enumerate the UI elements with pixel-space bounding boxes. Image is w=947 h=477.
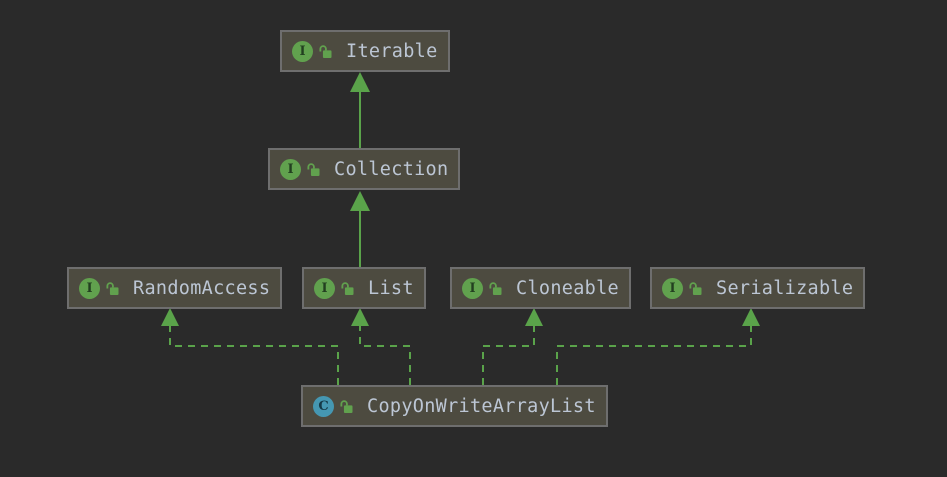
interface-icon: I (292, 40, 313, 62)
edge-list-extends-collection (350, 191, 370, 267)
unlock-icon (341, 281, 354, 295)
node-collection[interactable]: I Collection (268, 148, 461, 190)
edge-cowal-implements-serializable (556, 308, 760, 385)
interface-icon: I (314, 277, 335, 299)
edge-collection-extends-iterable (350, 72, 370, 148)
node-copy-on-write-array-list[interactable]: C CopyOnWriteArrayList (301, 385, 608, 427)
interface-icon: I (462, 277, 483, 299)
node-label: CopyOnWriteArrayList (367, 395, 596, 417)
edge-cowal-implements-randomaccess (161, 308, 339, 385)
edge-cowal-implements-list (351, 308, 411, 385)
node-list[interactable]: I List (302, 267, 426, 309)
unlock-icon (106, 281, 119, 295)
unlock-icon (489, 281, 502, 295)
node-label: Cloneable (516, 277, 619, 299)
node-serializable[interactable]: I Serializable (650, 267, 866, 309)
node-label: Serializable (716, 277, 854, 299)
unlock-icon (319, 44, 332, 58)
unlock-icon (689, 281, 702, 295)
interface-icon: I (280, 158, 301, 180)
node-cloneable[interactable]: I Cloneable (450, 267, 631, 309)
edge-cowal-implements-cloneable (482, 308, 543, 385)
node-label: List (368, 277, 414, 299)
class-icon: C (313, 395, 334, 417)
node-label: Collection (334, 158, 449, 180)
unlock-icon (340, 399, 353, 413)
interface-icon: I (79, 277, 100, 299)
unlock-icon (307, 162, 320, 176)
node-label: Iterable (346, 40, 438, 62)
node-label: RandomAccess (133, 277, 271, 299)
node-iterable[interactable]: I Iterable (280, 30, 450, 72)
interface-icon: I (662, 277, 683, 299)
node-random-access[interactable]: I RandomAccess (67, 267, 283, 309)
